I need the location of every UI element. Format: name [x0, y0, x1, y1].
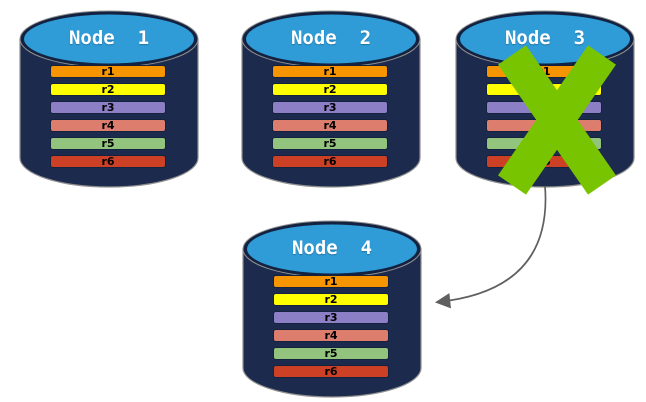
record-r5: r5: [50, 137, 166, 150]
record-list: r1 r2 r3 r4 r5 r6: [273, 275, 389, 383]
node-label: Node 1: [68, 27, 150, 49]
record-r2: r2: [50, 83, 166, 96]
record-r4: r4: [486, 119, 602, 132]
node-label: Node 2: [290, 27, 372, 49]
record-list: r1 r2 r3 r4 r5 r6: [272, 65, 388, 173]
record-r1: r1: [50, 65, 166, 78]
record-r6: r6: [272, 155, 388, 168]
record-r3: r3: [273, 311, 389, 324]
record-r5: r5: [273, 347, 389, 360]
record-list: r1 r2 r3 r4 r5 r6: [486, 65, 602, 173]
node-3: Node 3 r1 r2 r3 r4 r5 r6: [454, 8, 636, 195]
record-r3: r3: [272, 101, 388, 114]
record-r1: r1: [486, 65, 602, 78]
record-r3: r3: [50, 101, 166, 114]
node-label: Node 3: [504, 27, 586, 49]
record-r2: r2: [486, 83, 602, 96]
record-r5: r5: [486, 137, 602, 150]
node-4: Node 4 r1 r2 r3 r4 r5 r6: [241, 218, 423, 400]
record-r3: r3: [486, 101, 602, 114]
record-r6: r6: [273, 365, 389, 378]
node-2: Node 2 r1 r2 r3 r4 r5 r6: [240, 8, 422, 190]
record-r2: r2: [272, 83, 388, 96]
record-r2: r2: [273, 293, 389, 306]
record-r6: r6: [50, 155, 166, 168]
record-r4: r4: [50, 119, 166, 132]
node-1: Node 1 r1 r2 r3 r4 r5 r6: [18, 8, 200, 190]
node-label: Node 4: [291, 237, 373, 259]
record-r4: r4: [273, 329, 389, 342]
record-r6: r6: [486, 155, 602, 168]
record-r4: r4: [272, 119, 388, 132]
record-r5: r5: [272, 137, 388, 150]
record-list: r1 r2 r3 r4 r5 r6: [50, 65, 166, 173]
record-r1: r1: [273, 275, 389, 288]
record-r1: r1: [272, 65, 388, 78]
